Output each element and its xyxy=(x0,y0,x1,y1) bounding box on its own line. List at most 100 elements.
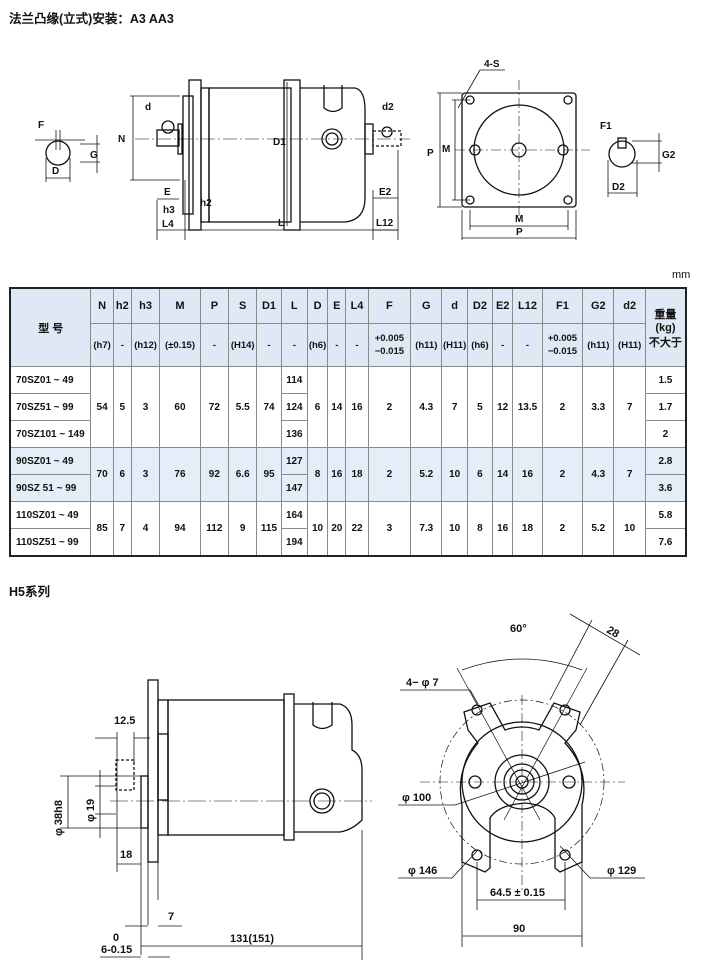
cell-G: 4.3 xyxy=(410,366,443,448)
header-row-names: 型 号 N h2 h3 M P S D1 L D E L4 F G d D2 E… xyxy=(9,287,687,367)
tol-d: (H11) xyxy=(441,323,468,367)
dim-d146: φ 146 xyxy=(408,865,437,877)
col-L12: L12 xyxy=(512,287,543,324)
flange-mount-drawing: F G D N d E h3 h2 L4 L D1 d2 E2 L12 4-S … xyxy=(35,59,676,240)
cell-G2: 5.2 xyxy=(582,501,615,557)
dim-width: 90 xyxy=(513,923,525,935)
dim-holes: 4− φ 7 xyxy=(406,677,439,689)
cell-weight: 2.8 xyxy=(644,447,687,475)
dim-tolerance-main: 6-0.15 xyxy=(101,944,132,956)
model-cell: 110SZ51 ~ 99 xyxy=(9,528,92,557)
cell-weight: 5.8 xyxy=(644,501,687,529)
label-G2: G2 xyxy=(662,150,676,161)
model-header: 型 号 xyxy=(9,287,92,367)
cell-weight: 2 xyxy=(644,420,687,448)
cell-M: 60 xyxy=(159,366,201,448)
tol-F1: +0.005−0.015 xyxy=(541,323,584,367)
cell-N: 70 xyxy=(90,447,114,502)
cell-D: 8 xyxy=(306,447,329,502)
cell-d: 10 xyxy=(441,447,468,502)
cell-N: 54 xyxy=(90,366,114,448)
col-D2: D2 xyxy=(466,287,494,324)
tol-h2: - xyxy=(112,323,132,367)
model-cell: 90SZ01 ~ 49 xyxy=(9,447,92,475)
cell-L: 124 xyxy=(280,393,308,421)
cell-weight: 7.6 xyxy=(644,528,687,557)
dim-d100: φ 100 xyxy=(402,792,431,804)
tol-L: - xyxy=(280,323,308,367)
model-cell: 110SZ01 ~ 49 xyxy=(9,501,92,529)
label-4S: 4-S xyxy=(484,59,500,70)
cell-E: 20 xyxy=(327,501,347,557)
cell-F: 3 xyxy=(367,501,412,557)
unit-label: mm xyxy=(672,269,691,281)
label-h2: h2 xyxy=(200,198,212,209)
label-d: d xyxy=(145,102,151,113)
cell-D2: 8 xyxy=(466,501,494,557)
cell-L4: 18 xyxy=(345,447,369,502)
tol-D1: - xyxy=(256,323,282,367)
cell-D2: 5 xyxy=(466,366,494,448)
label-d2: d2 xyxy=(382,102,394,113)
col-F: F xyxy=(367,287,412,324)
tol-d2: (H11) xyxy=(613,323,646,367)
label-F: F xyxy=(38,120,44,131)
col-G2: G2 xyxy=(582,287,615,324)
cell-E: 14 xyxy=(327,366,347,448)
cell-h2: 5 xyxy=(112,366,132,448)
dim-slot-width: 28 xyxy=(605,624,622,641)
cell-d2: 7 xyxy=(613,366,646,448)
table-row: 110SZ51 ~ 99 194 7.6 xyxy=(9,528,687,557)
cell-h2: 7 xyxy=(112,501,132,557)
dim-12-5: 12.5 xyxy=(114,715,135,727)
col-E: E xyxy=(327,287,347,324)
model-cell: 70SZ101 ~ 149 xyxy=(9,420,92,448)
cell-F: 2 xyxy=(367,366,412,448)
cell-G2: 3.3 xyxy=(582,366,615,448)
cell-L12: 18 xyxy=(512,501,543,557)
dim-shaft-diameter: φ 19 xyxy=(85,799,97,822)
cell-N: 85 xyxy=(90,501,114,557)
cell-D: 10 xyxy=(306,501,329,557)
cell-L12: 16 xyxy=(512,447,543,502)
cell-weight: 3.6 xyxy=(644,474,687,502)
label-E2: E2 xyxy=(379,187,392,198)
col-G: G xyxy=(410,287,443,324)
cell-D1: 74 xyxy=(256,366,282,448)
tol-h3: (h12) xyxy=(130,323,161,367)
cell-L12: 13.5 xyxy=(512,366,543,448)
cell-F1: 2 xyxy=(541,447,584,502)
tol-L12: - xyxy=(512,323,543,367)
cell-E2: 14 xyxy=(492,447,514,502)
shaft-section-circle xyxy=(45,140,71,166)
cell-d2: 10 xyxy=(613,501,646,557)
col-P: P xyxy=(199,287,230,324)
cell-weight: 1.7 xyxy=(644,393,687,421)
label-D2: D2 xyxy=(612,182,625,193)
col-D1: D1 xyxy=(256,287,282,324)
label-L12: L12 xyxy=(376,218,394,229)
col-h2: h2 xyxy=(112,287,132,324)
cell-P: 112 xyxy=(199,501,230,557)
label-D1: D1 xyxy=(273,137,286,148)
cell-L: 164 xyxy=(280,501,308,529)
cell-h3: 3 xyxy=(130,447,161,502)
cell-D1: 115 xyxy=(256,501,282,557)
label-h3: h3 xyxy=(163,205,175,216)
cell-h2: 6 xyxy=(112,447,132,502)
dim-total-length: 131(151) xyxy=(230,933,274,945)
col-h3: h3 xyxy=(130,287,161,324)
tol-L4: - xyxy=(345,323,369,367)
cell-L: 194 xyxy=(280,528,308,557)
tol-M: (±0.15) xyxy=(159,323,201,367)
cell-D2: 6 xyxy=(466,447,494,502)
col-E2: E2 xyxy=(492,287,514,324)
dim-shaft-length: 18 xyxy=(120,849,132,861)
cell-L4: 16 xyxy=(345,366,369,448)
dim-d129: φ 129 xyxy=(607,865,636,877)
cell-S: 6.6 xyxy=(228,447,258,502)
cell-D: 6 xyxy=(306,366,329,448)
